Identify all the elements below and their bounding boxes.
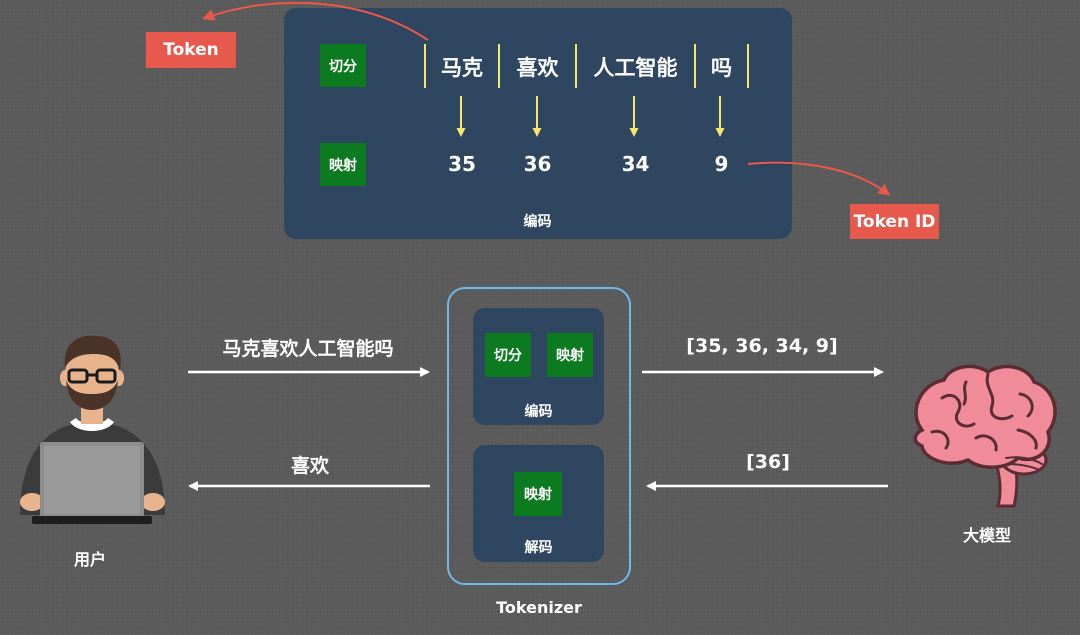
tokenizer-label: Tokenizer: [496, 598, 582, 617]
input-text-label: 马克喜欢人工智能吗: [222, 338, 394, 360]
token-separator: [498, 44, 500, 88]
tokenizer-map-box: 映射: [547, 333, 593, 377]
token-id-pointer-arrow: [747, 161, 891, 196]
token-separator: [575, 44, 577, 88]
tokenizer-decode-caption: 解码: [524, 540, 553, 556]
output-text-label: 喜欢: [290, 455, 329, 477]
token-id: 35: [448, 152, 476, 176]
model-label: 大模型: [962, 526, 1011, 545]
tokenizer-encode-caption: 编码: [524, 404, 553, 420]
brain-icon: [913, 364, 1057, 508]
token-text: 马克: [441, 56, 483, 80]
token-text: 喜欢: [516, 56, 559, 80]
token-text: 吗: [711, 56, 732, 80]
token-separator: [747, 44, 749, 88]
encode-panel-caption: 编码: [523, 214, 552, 230]
output-ids-label: [36]: [746, 451, 790, 473]
token-id: 36: [523, 152, 552, 176]
token-separator: [694, 44, 696, 88]
tokenizer-frame: [447, 287, 631, 585]
token-separator: [424, 44, 426, 88]
user-icon: [20, 335, 165, 524]
token-id: 9: [714, 152, 729, 176]
tokenizer-split-box: 切分: [485, 333, 531, 377]
tokenizer-decode-map-box: 映射: [514, 472, 562, 516]
token-tag: Token: [146, 32, 236, 68]
user-label: 用户: [73, 550, 106, 569]
token-pointer-arrow: [202, 1, 429, 41]
token-id-tag: Token ID: [850, 204, 939, 239]
input-ids-label: [35, 36, 34, 9]: [686, 335, 838, 357]
split-step-box: 切分: [320, 44, 366, 87]
map-step-box: 映射: [320, 143, 366, 186]
token-text: 人工智能: [593, 56, 678, 80]
token-id: 34: [621, 152, 650, 176]
